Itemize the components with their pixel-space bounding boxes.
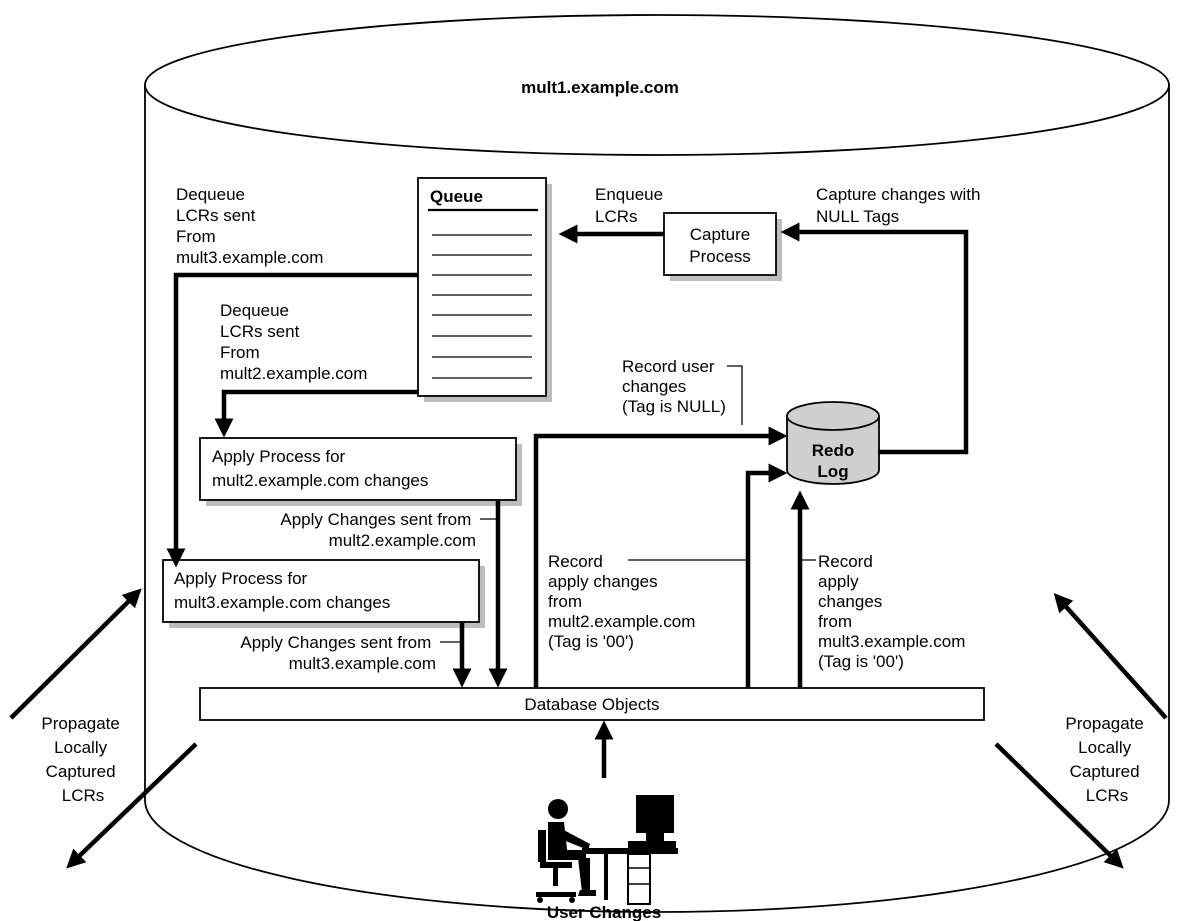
redo-log-label-2: Log — [817, 462, 848, 481]
propagate-left-out-arrow — [66, 742, 198, 869]
apply-process-mult2-label-1: Apply Process for — [212, 447, 346, 466]
apply-process-mult3-label-1: Apply Process for — [174, 569, 308, 588]
record-user-label: Record user changes (Tag is NULL) — [622, 357, 726, 416]
queue-title: Queue — [430, 187, 483, 206]
record-user-arrow — [533, 426, 788, 688]
user-at-computer-icon — [536, 795, 678, 905]
user-changes-label: User Changes — [547, 903, 661, 921]
propagate-right-out-arrow — [994, 742, 1124, 869]
propagate-right-label: Propagate Locally Captured LCRs — [1065, 714, 1148, 805]
apply-process-mult3-box — [162, 559, 485, 628]
record-apply-mult2-arrow — [745, 463, 788, 688]
record-apply-mult2-label: Record apply changes from mult2.example.… — [548, 552, 700, 651]
capture-changes-label: Capture changes with NULL Tags — [816, 185, 985, 226]
apply-sent-mult3-label: Apply Changes sent from mult3.example.co… — [240, 633, 436, 673]
capture-process-label-2: Process — [689, 247, 750, 266]
dequeue-mult3-label: Dequeue LCRs sent From mult3.example.com — [176, 185, 323, 267]
propagate-left-in-arrow — [9, 588, 142, 720]
apply-process-mult2-label-2: mult2.example.com changes — [212, 471, 428, 490]
enqueue-label: Enqueue LCRs — [595, 185, 668, 226]
apply-process-mult2-box — [199, 437, 522, 506]
propagate-left-label: Propagate Locally Captured LCRs — [41, 714, 124, 805]
redo-log-cylinder — [786, 401, 880, 485]
queue-box — [417, 177, 552, 402]
propagate-right-in-arrow — [1053, 592, 1168, 720]
flow-arrows — [9, 222, 1168, 869]
annotations: Enqueue LCRs Capture changes with NULL T… — [41, 185, 1148, 805]
leader-lines — [440, 365, 816, 643]
dequeue-mult3-arrow — [166, 272, 418, 568]
dequeue-mult2-arrow — [214, 389, 418, 438]
record-apply-mult3-label: Record apply changes from mult3.example.… — [818, 552, 970, 671]
database-objects-box — [199, 687, 985, 721]
capture-process-label-1: Capture — [690, 225, 750, 244]
database-objects-label: Database Objects — [524, 695, 659, 714]
redo-log-label-1: Redo — [812, 441, 855, 460]
database-name: mult1.example.com — [521, 78, 679, 97]
capture-changes-arrow — [780, 222, 969, 455]
apply-sent-mult2-label: Apply Changes sent from mult2.example.co… — [280, 510, 476, 550]
capture-process-box — [663, 212, 782, 281]
apply-process-mult3-label-2: mult3.example.com changes — [174, 593, 390, 612]
dequeue-mult2-label: Dequeue LCRs sent From mult2.example.com — [220, 301, 367, 383]
